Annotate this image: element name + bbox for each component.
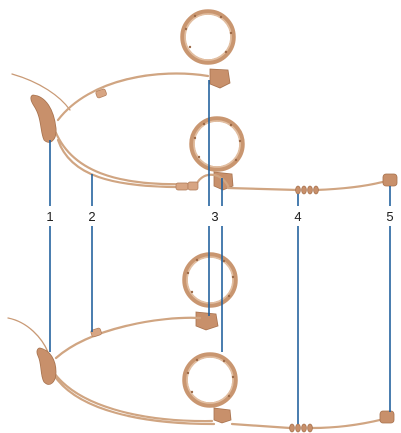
callout-label-5: 5 [386,209,393,224]
mic-capsule-bottom [380,411,394,423]
leader-lines [50,80,390,424]
spring-coil-top [296,186,319,194]
callout-labels: 1 2 3 4 5 [46,209,393,224]
ear-ring-bottom-lower [185,355,235,423]
mic-capsule-top [383,174,397,186]
callout-label-1: 1 [46,209,53,224]
spring-coil-bottom [290,424,313,432]
callout-label-2: 2 [88,209,95,224]
callout-label-3: 3 [211,209,218,224]
top-headset-assembly [12,12,397,194]
callout-label-4: 4 [294,209,301,224]
bottom-headset-assembly [8,255,394,432]
